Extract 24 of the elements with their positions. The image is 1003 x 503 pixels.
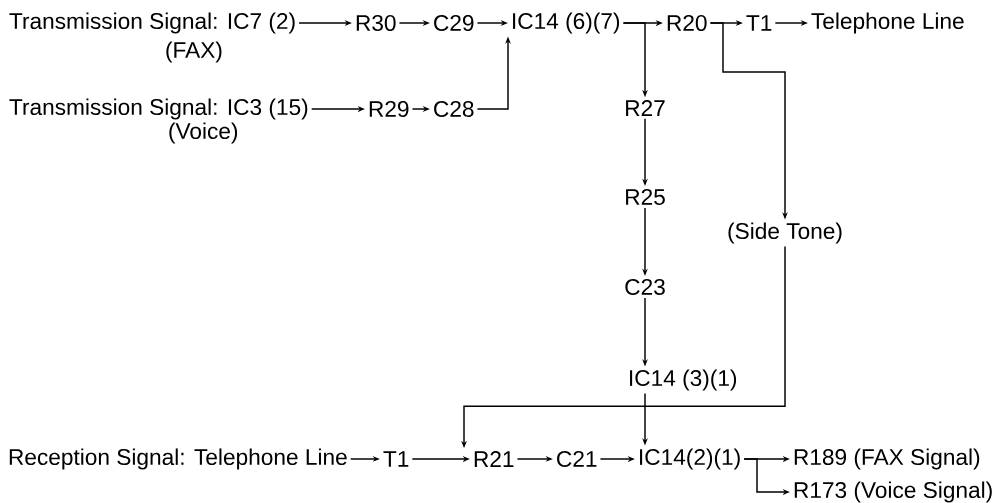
- component-label: R173 (Voice Signal): [794, 481, 992, 503]
- component-label: R30: [356, 14, 396, 32]
- component-label: C23: [625, 278, 665, 296]
- component-label: (Side Tone): [728, 222, 842, 244]
- caption-text: (FAX): [166, 41, 222, 63]
- component-label: C21: [557, 450, 597, 467]
- component-label: IC14 (6)(7): [513, 12, 620, 34]
- signal-label: Transmission Signal: IC3 (15): [9, 98, 308, 120]
- component-label: T1: [746, 15, 772, 31]
- component-label: T1: [383, 451, 409, 467]
- component-label: R25: [626, 188, 665, 206]
- component-label: R20: [667, 14, 707, 32]
- component-label: C28: [434, 100, 474, 118]
- component-label: IC14(2)(1): [640, 448, 740, 470]
- component-label: R189 (FAX Signal): [794, 448, 980, 470]
- component-label: IC14 (3)(1): [630, 369, 737, 391]
- component-label: R27: [626, 100, 665, 116]
- caption-text: (Voice): [169, 122, 238, 144]
- signal-label: Transmission Signal: IC7 (2): [9, 12, 295, 34]
- component-label: R29: [369, 100, 409, 118]
- component-label: C29: [434, 14, 474, 32]
- component-label: R21: [474, 451, 514, 467]
- signal-label: Reception Signal: Telephone Line: [9, 448, 347, 470]
- component-label: Telephone Line: [811, 12, 964, 34]
